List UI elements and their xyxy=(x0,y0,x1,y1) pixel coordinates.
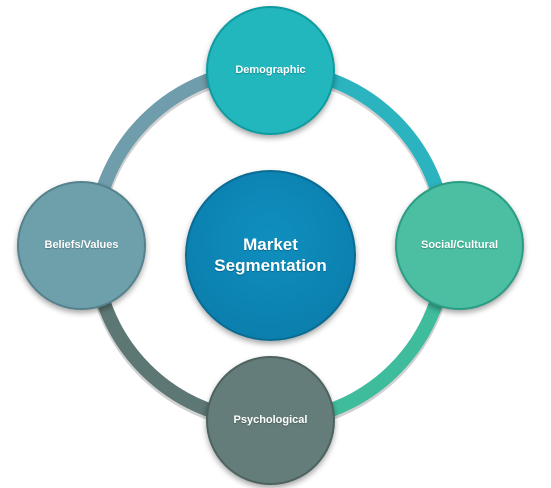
node-beliefs-values: Beliefs/Values xyxy=(17,181,146,310)
node-label-social-cultural: Social/Cultural xyxy=(420,238,499,251)
node-social-cultural: Social/Cultural xyxy=(395,181,524,310)
center-label: Market Segmentation xyxy=(214,235,327,275)
node-psychological: Psychological xyxy=(206,356,335,485)
node-demographic: Demographic xyxy=(206,6,335,135)
center-circle-market-segmentation: Market Segmentation xyxy=(185,170,356,341)
node-label-demographic: Demographic xyxy=(235,63,306,76)
node-label-psychological: Psychological xyxy=(233,413,308,426)
node-label-beliefs-values: Beliefs/Values xyxy=(44,238,119,251)
